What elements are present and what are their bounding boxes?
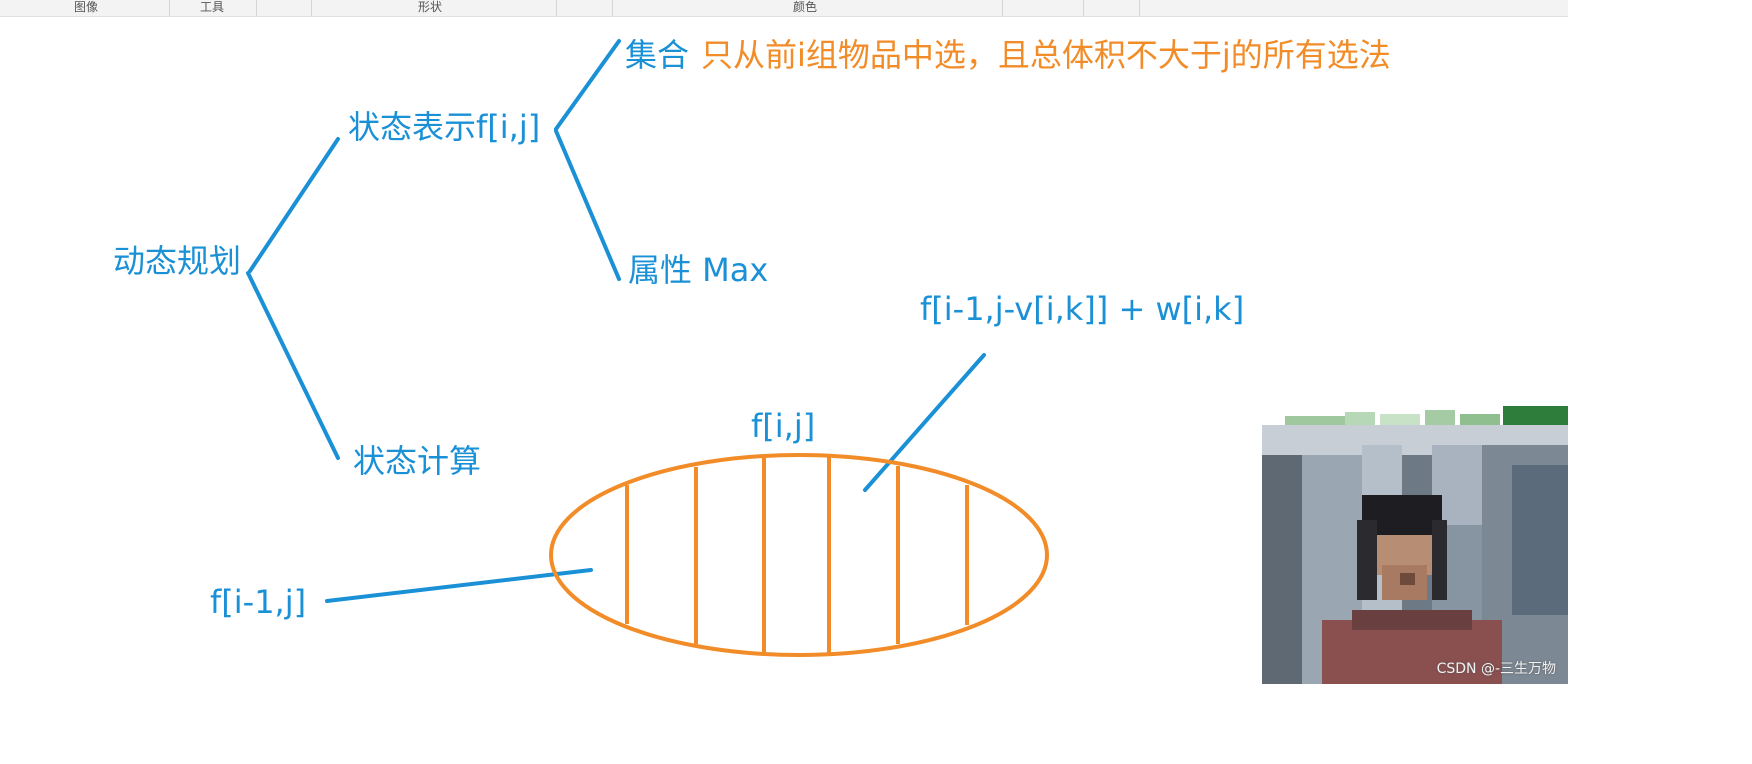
drawing-canvas[interactable]: 动态规划 状态表示f[i,j] 集合 只从前i组物品中选，且总体积不大于j的所有… [0,17,1568,684]
toolbar-divider [169,0,170,16]
toolbar-colors-group[interactable]: 颜色 [792,0,817,14]
ellipse-label: f[i,j] [751,407,816,445]
state-calc-label: 状态计算 [353,442,482,480]
webcam-pixelated-image [1262,425,1568,684]
toolbar-divider [612,0,613,16]
set-label: 集合 [625,36,690,74]
attribute-label: 属性 Max [628,251,769,289]
toolbar-divider [1139,0,1140,16]
csdn-watermark: CSDN @-三生万物 [1436,661,1556,677]
toolbar-shapes-group[interactable]: 形状 [417,0,442,14]
pointer-line-left-part [325,568,593,603]
branch-line-root-to-repr [248,137,340,273]
branch-line-repr-to-attr [554,129,621,281]
root-label: 动态规划 [113,242,242,280]
toolbar-divider [1002,0,1003,16]
set-description: 只从前i组物品中选，且总体积不大于j的所有选法 [701,36,1391,74]
branch-line-repr-to-set [554,39,621,131]
toolbar-image-group[interactable]: 图像 [73,0,98,14]
branch-line-root-to-calc [246,271,340,460]
toolbar-tools-group[interactable]: 工具 [199,0,224,14]
toolbar-divider [1083,0,1084,16]
set-ellipse [549,453,1049,657]
toolbar-divider [256,0,257,16]
diagram-strokes [246,39,1049,657]
toolbar-divider [311,0,312,16]
whiteboard-page: 图像 工具 形状 颜色 [0,0,1568,684]
left-part-label: f[i-1,j] [210,583,307,621]
toolbar: 图像 工具 形状 颜色 [0,0,1568,17]
state-repr-label: 状态表示f[i,j] [348,108,541,146]
pointer-line-right-part [863,353,986,492]
right-part-label: f[i-1,j-v[i,k]] + w[i,k] [920,290,1245,328]
toolbar-divider [556,0,557,16]
webcam-overlay: CSDN @-三生万物 [1262,425,1568,684]
